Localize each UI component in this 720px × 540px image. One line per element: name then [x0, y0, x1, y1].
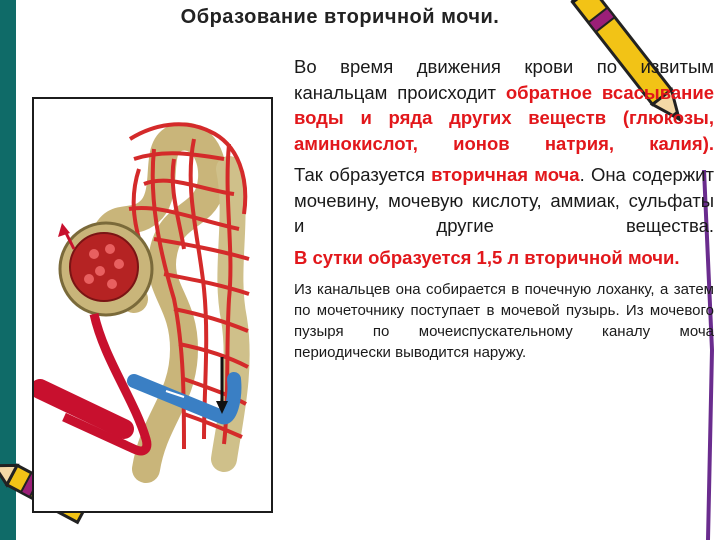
paragraph1-intro: Во время движения крови по извитым канал…: [294, 56, 714, 103]
paragraph2-rest: . Она содержит мочевину, мочевую кислоту…: [294, 164, 714, 236]
nephron-illustration: [34, 122, 250, 483]
afferent-artery: [62, 313, 152, 456]
decorative-line: [702, 170, 715, 540]
paragraph1-highlight: обратное всасывание воды и ряда других в…: [294, 81, 714, 154]
text-column: Во время движения крови по извитым канал…: [294, 54, 714, 363]
paragraph2-highlight: вторичная моча: [431, 164, 580, 185]
paragraph-reabsorption: Во время движения крови по извитым канал…: [294, 54, 714, 156]
slide-title: Образование вторичной мочи.: [180, 6, 500, 28]
paragraph-daily-volume: В сутки образуется 1,5 л вторичной мочи.: [294, 246, 680, 268]
paragraph-excretion: Из канальцев она собирается в почечную л…: [294, 281, 714, 361]
pencil-icon: [563, 0, 682, 123]
paragraph-secondary-urine: Так образуется вторичная моча. Она содер…: [294, 162, 714, 239]
paragraph2-intro: Так образуется: [294, 164, 432, 185]
vein: [127, 372, 242, 425]
left-accent-bar: [0, 0, 16, 540]
nephron-illustration-frame: [32, 97, 273, 513]
